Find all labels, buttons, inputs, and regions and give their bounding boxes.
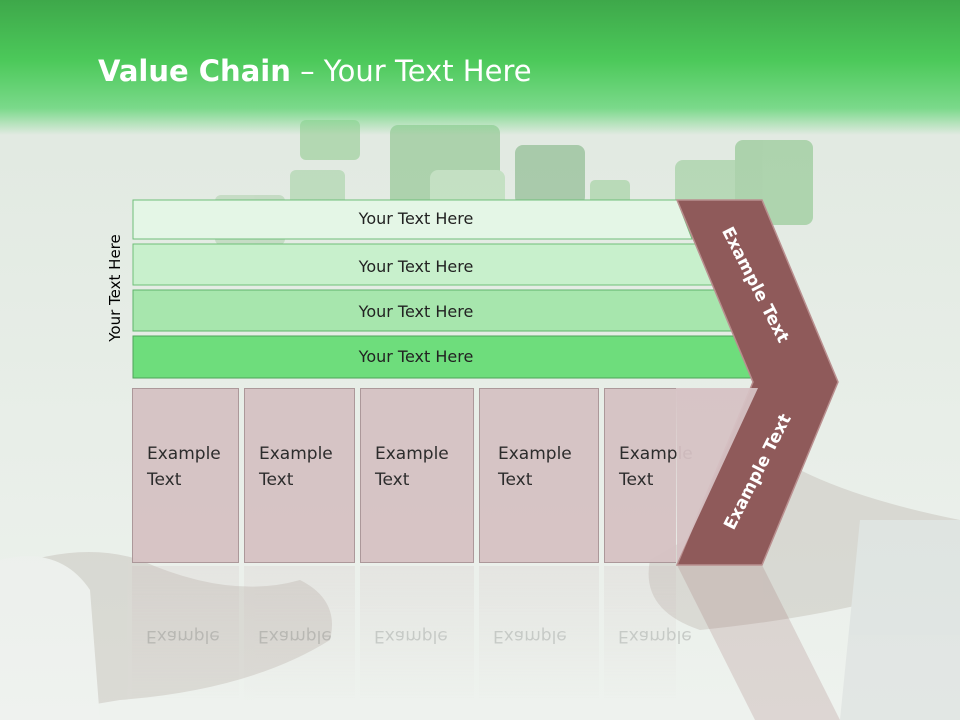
box-1-line2: Text: [147, 470, 182, 490]
box-1-line1: Example: [147, 444, 221, 464]
page-title: Value Chain – Your Text Here: [98, 54, 532, 88]
band-3-label: Your Text Here: [358, 302, 474, 321]
box-3-line2: Text: [375, 470, 410, 490]
refl-4-text: Example: [493, 626, 567, 646]
box-1-reflection: Example: [132, 566, 239, 701]
title-bold: Value Chain: [98, 54, 291, 88]
box-2-reflection: Example: [244, 566, 355, 701]
hands-decoration: [0, 470, 960, 720]
chevron-reflection: [677, 565, 840, 720]
box-5-line2: Text: [619, 470, 654, 490]
box-5-reflection: Example: [604, 566, 692, 701]
box-5-line1: Example: [619, 444, 693, 464]
band-1-label: Your Text Here: [358, 209, 474, 228]
refl-3-text: Example: [374, 626, 448, 646]
box-3-line1: Example: [375, 444, 449, 464]
box-3-reflection: Example: [360, 566, 474, 701]
band-4-label: Your Text Here: [358, 347, 474, 366]
refl-5-text: Example: [618, 626, 692, 646]
header-band: [0, 0, 960, 135]
refl-1-text: Example: [146, 626, 220, 646]
band-1: [132, 199, 693, 240]
box-2-line2: Text: [259, 470, 294, 490]
title-rest: – Your Text Here: [290, 54, 532, 88]
box-4-line2: Text: [498, 470, 533, 490]
box-2-line1: Example: [259, 444, 333, 464]
band-2-label: Your Text Here: [358, 257, 474, 276]
box-4-reflection: Example: [479, 566, 599, 701]
refl-2-text: Example: [258, 626, 332, 646]
box-4-line1: Example: [498, 444, 572, 464]
